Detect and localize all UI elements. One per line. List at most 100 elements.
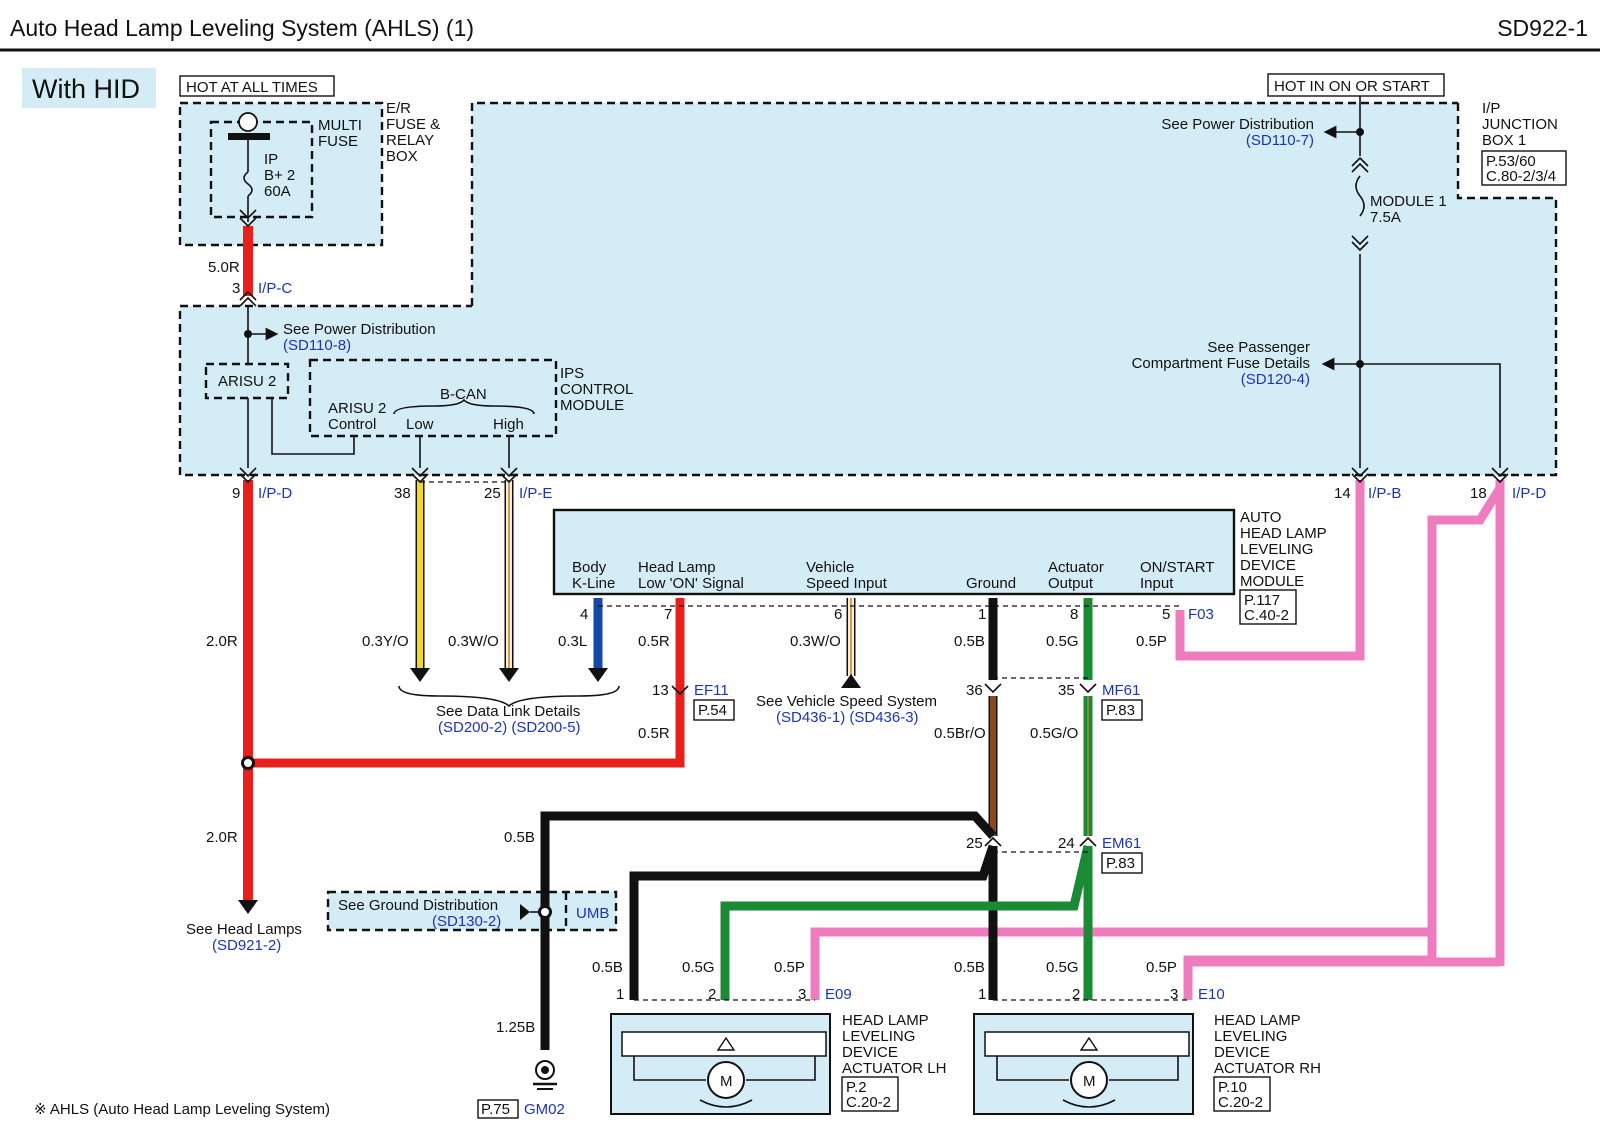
arisu-label: ARISU 2: [218, 373, 276, 390]
pin-number: 38: [394, 485, 411, 502]
pin-number: 8: [1070, 606, 1078, 623]
head-lamps-ref-code[interactable]: (SD921-2): [212, 937, 281, 954]
wire-label: 0.3W/O: [790, 633, 841, 650]
vehicle-speed-ref-code[interactable]: (SD436-1) (SD436-3): [776, 709, 919, 726]
connector-ef11: EF11: [694, 682, 729, 699]
wire-label: 0.5P: [1146, 959, 1177, 976]
connector-gm02: GM02: [524, 1101, 565, 1118]
pin-number: 36: [966, 682, 983, 699]
pin-number: 13: [652, 682, 669, 699]
bcan-high-label: High: [493, 416, 524, 433]
wire-label: 0.3Y/O: [362, 633, 409, 650]
actuator-rh: HEAD LAMP LEVELING DEVICE ACTUATOR RH P.…: [1083, 1012, 1321, 1112]
bcan-low-label: Low: [406, 416, 434, 433]
module-pin-label: Actuator: [1048, 559, 1104, 576]
module-pin-label: Input: [1140, 575, 1174, 592]
connector-labels: I/P-C I/P-D I/P-E I/P-B I/P-D F03 EF11 P…: [258, 280, 1546, 1119]
module-pin-label: Head Lamp: [638, 559, 716, 576]
hot-at-all-times-label: HOT AT ALL TIMES: [186, 79, 318, 96]
ips-module-label: CONTROL: [560, 381, 633, 398]
pin-number: 7: [664, 606, 672, 623]
actuator-name: LEVELING: [1214, 1028, 1287, 1045]
actuator-ref: P.2: [846, 1079, 867, 1096]
data-link-ref[interactable]: See Data Link Details: [436, 703, 580, 720]
module-ref: P.117: [1244, 592, 1280, 609]
wire-label: 5.0R: [208, 259, 240, 276]
pin-number: 18: [1470, 485, 1487, 502]
actuator-name: HEAD LAMP: [1214, 1012, 1301, 1029]
module-pin-label: ON/START: [1140, 559, 1214, 576]
pin-number: 25: [484, 485, 501, 502]
see-passenger-link[interactable]: Compartment Fuse Details: [1132, 355, 1310, 372]
variant-badge-label: With HID: [32, 74, 140, 104]
ahls-module-box: [554, 510, 1234, 594]
ip-junction-ref: P.53/60: [1486, 153, 1536, 170]
pin-number: 2: [708, 986, 716, 1003]
connector-umb: UMB: [576, 905, 609, 922]
data-link-ref-code[interactable]: (SD200-2) (SD200-5): [438, 719, 581, 736]
module-fuse-label: MODULE 1: [1370, 193, 1447, 210]
wire-label: 0.5P: [774, 959, 805, 976]
connector-mf61: MF61: [1102, 682, 1140, 699]
fuse-label: 60A: [264, 183, 291, 200]
er-box-line: BOX: [386, 148, 418, 165]
reference-links: See Data Link Details (SD200-2) (SD200-5…: [186, 693, 937, 954]
module-name: DEVICE: [1240, 557, 1296, 574]
page-code: SD922-1: [1497, 15, 1588, 41]
pin-number: 4: [580, 606, 588, 623]
head-lamps-ref[interactable]: See Head Lamps: [186, 921, 302, 938]
ips-module-label: IPS: [560, 365, 584, 382]
wire-label: 0.3W/O: [448, 633, 499, 650]
ahls-module: AUTO HEAD LAMP LEVELING DEVICE MODULE P.…: [572, 509, 1327, 625]
wire-label: 1.25B: [496, 1019, 535, 1036]
see-passenger-link[interactable]: See Passenger: [1207, 339, 1310, 356]
module-name: LEVELING: [1240, 541, 1313, 558]
actuator-ref: P.10: [1218, 1079, 1247, 1096]
wire-label: 0.5G: [1046, 633, 1079, 650]
pin-number: 1: [978, 606, 986, 623]
pin-number: 35: [1058, 682, 1075, 699]
wires: [243, 226, 1505, 1050]
vehicle-speed-ref[interactable]: See Vehicle Speed System: [756, 693, 937, 710]
fuse-label: IP: [264, 151, 278, 168]
connector-ipd: I/P-D: [1512, 485, 1546, 502]
pin-number: 1: [616, 986, 624, 1003]
module-name: MODULE: [1240, 573, 1304, 590]
ips-labels: ARISU 2 IPS CONTROL MODULE ARISU 2 Contr…: [218, 365, 633, 433]
pin-number: 14: [1334, 485, 1351, 502]
wire-label: 0.5B: [592, 959, 623, 976]
module-pin-label: Vehicle: [806, 559, 854, 576]
wire-label: 0.5G: [682, 959, 715, 976]
pin-number: 3: [1170, 986, 1178, 1003]
wire-label: 0.5Br/O: [934, 725, 986, 742]
pin-number: 3: [232, 280, 240, 297]
see-power-dist-link[interactable]: See Power Distribution: [283, 321, 436, 338]
umb-ground-box: [328, 892, 616, 930]
module-pin-label: Ground: [966, 575, 1016, 592]
module-pin-label: Body: [572, 559, 607, 576]
connector-ipe: I/P-E: [519, 485, 552, 502]
arisu-control-label: ARISU 2: [328, 400, 386, 417]
see-power-dist-ref[interactable]: (SD110-7): [1246, 132, 1314, 149]
see-passenger-ref[interactable]: (SD120-4): [1241, 371, 1310, 388]
actuator-name: ACTUATOR RH: [1214, 1060, 1321, 1077]
module-pin-label: K-Line: [572, 575, 615, 592]
ground-dist-ref[interactable]: See Ground Distribution: [338, 897, 498, 914]
ip-junction-label: BOX 1: [1482, 132, 1526, 149]
connector-e10: E10: [1198, 986, 1225, 1003]
see-power-dist-link[interactable]: See Power Distribution: [1161, 116, 1314, 133]
module-ref: C.40-2: [1244, 607, 1289, 624]
see-power-dist-ref[interactable]: (SD110-8): [283, 337, 351, 354]
pin-number: 25: [966, 835, 983, 852]
footnote: ※ AHLS (Auto Head Lamp Leveling System): [34, 1101, 330, 1118]
ground-dist-ref-code[interactable]: (SD130-2): [432, 913, 501, 930]
wire-label: 0.5R: [638, 633, 670, 650]
actuator-name: HEAD LAMP: [842, 1012, 929, 1029]
wire-label: 0.5G/O: [1030, 725, 1078, 742]
module-fuse-label: 7.5A: [1370, 209, 1401, 226]
connector-ipd: I/P-D: [258, 485, 292, 502]
wire-label: 0.5G: [1046, 959, 1079, 976]
motor-icon: M: [1083, 1073, 1096, 1090]
